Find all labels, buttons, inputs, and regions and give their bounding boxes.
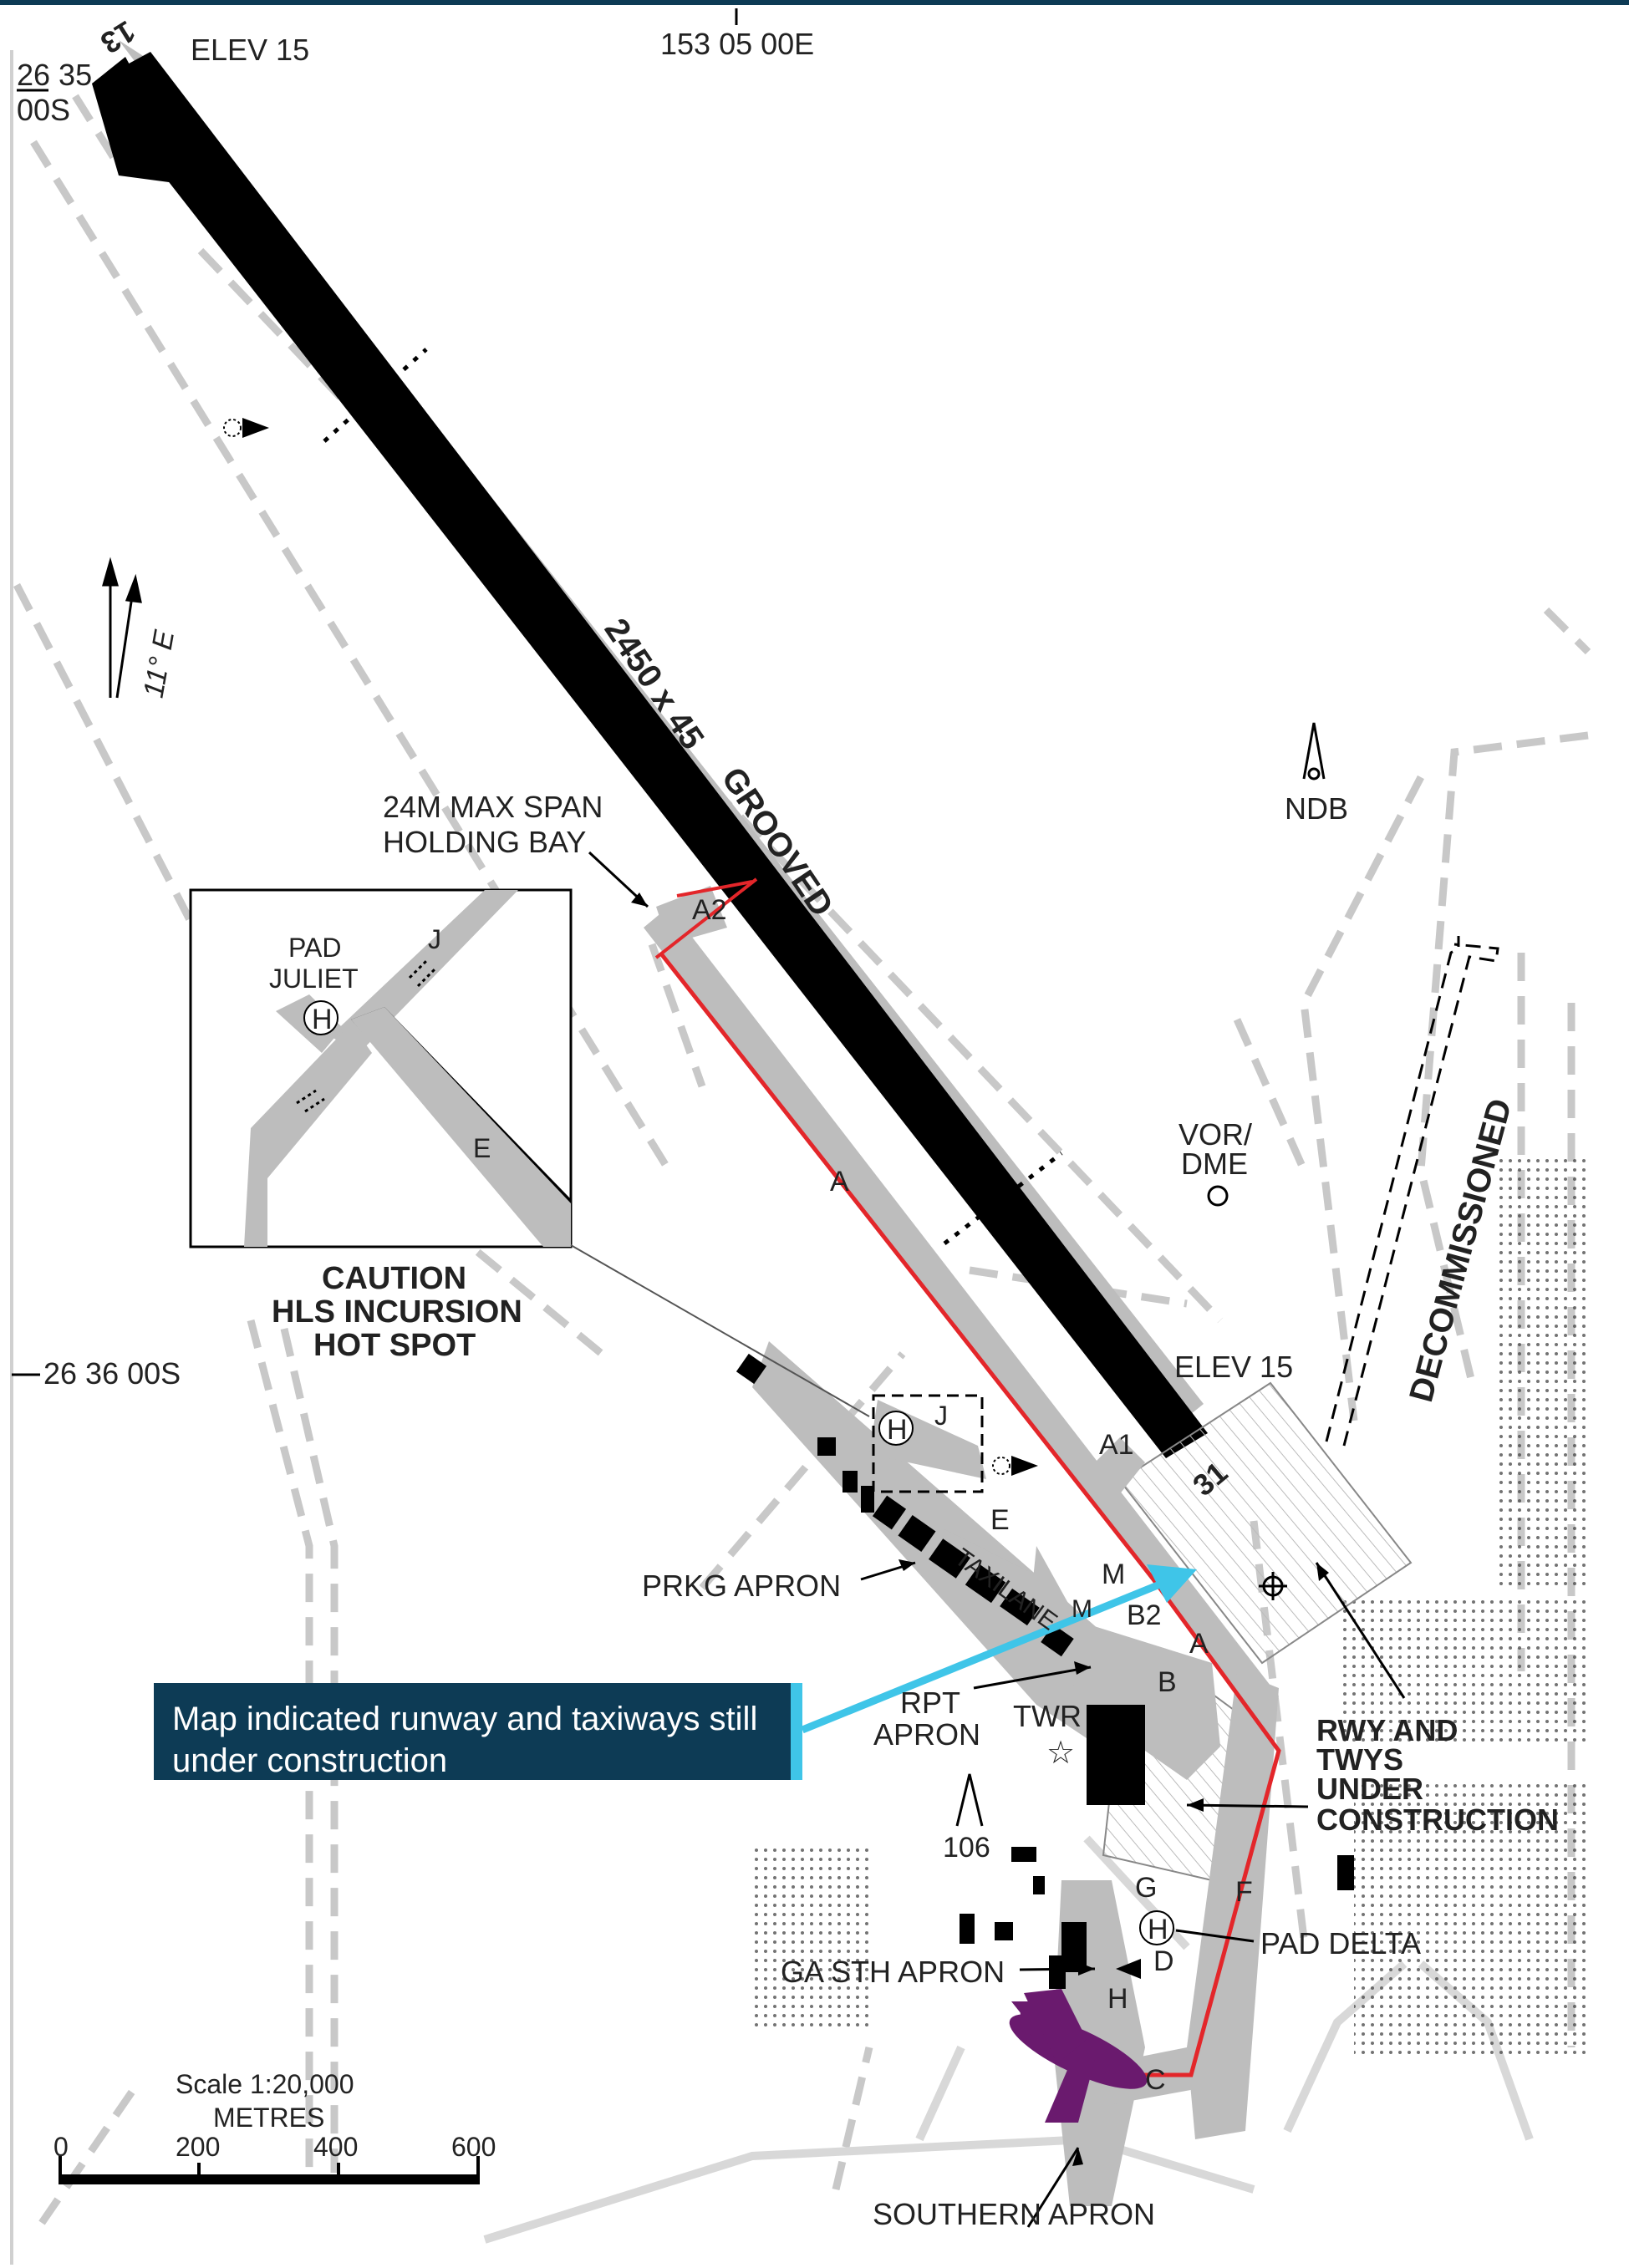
hot-spot-helipad-h: H — [887, 1414, 908, 1446]
runway — [92, 52, 1208, 1458]
construction-line3: UNDER — [1316, 1772, 1423, 1806]
inset-helipad-h: H — [312, 1004, 333, 1035]
taxiway-d-label: D — [1153, 1945, 1174, 1977]
inset-leader-line — [570, 1244, 870, 1417]
taxiway-m-lower: M — [1072, 1595, 1092, 1623]
vor-line2: DME — [1181, 1147, 1248, 1181]
rpt-line2: APRON — [873, 1717, 980, 1752]
ndb-label: NDB — [1285, 791, 1348, 826]
ndb-symbol — [1302, 722, 1326, 781]
inset-pad-line2: JULIET — [269, 964, 359, 994]
decommissioned-rwy-left — [1325, 936, 1460, 1442]
hot-spot-taxiway-j: J — [934, 1401, 948, 1431]
tower-star: ☆ — [1046, 1736, 1075, 1771]
arp-symbol — [1259, 1572, 1287, 1600]
taxiway-a2-label: A2 — [692, 894, 727, 926]
hot-spot-helipad — [878, 1411, 914, 1446]
arrow-heads — [631, 892, 1329, 2166]
obstacle-height: 106 — [943, 1832, 990, 1864]
caution-line3: HOT SPOT — [313, 1328, 476, 1363]
inset-taxiway-j: J — [428, 924, 441, 954]
approach-light-bar-north — [323, 348, 428, 443]
scale-600: 600 — [451, 2132, 496, 2162]
taxiway-b2-label: B2 — [1127, 1599, 1162, 1631]
scale-200: 200 — [176, 2132, 220, 2162]
taxilane — [936, 1529, 1028, 1596]
construction-route — [659, 951, 1281, 2077]
obstacle-106-symbol — [955, 1773, 984, 1827]
taxiway-g-label: G — [1135, 1872, 1157, 1904]
pad-delta-helipad — [1139, 1910, 1174, 1945]
taxiway-network — [644, 886, 1279, 2206]
southern-apron-label: SOUTHERN APRON — [873, 2197, 1155, 2231]
pad-delta-helipad-h: H — [1148, 1914, 1168, 1945]
dotted-area-northeast — [1496, 1153, 1588, 1588]
inset-pad-juliet — [189, 888, 573, 1248]
holding-bay-line2: HOLDING BAY — [383, 825, 586, 859]
scale-0: 0 — [53, 2132, 69, 2162]
scale-bar — [59, 2156, 480, 2184]
red-line-a2 — [654, 877, 758, 959]
aircraft-icon — [1009, 1989, 1148, 2123]
lat-south-label: 26 36 00S — [43, 1356, 181, 1391]
taxiway-a-lower: A — [1189, 1628, 1209, 1660]
vor-dme-symbol — [1207, 1185, 1229, 1207]
hot-spot-box — [872, 1394, 984, 1493]
taxiway-h-label: H — [1107, 1983, 1128, 2015]
scale-400: 400 — [313, 2132, 358, 2162]
ga-sth-apron-label: GA STH APRON — [781, 1955, 1005, 1989]
wind-indicator-north — [223, 418, 269, 438]
taxiway-f-label: F — [1235, 1876, 1253, 1908]
elev-north: ELEV 15 — [191, 33, 309, 67]
taxiway-a-label: A — [830, 1166, 849, 1198]
inset-helipad-circle — [303, 1000, 339, 1035]
construction-line2: TWYS — [1316, 1742, 1403, 1777]
callout-text: Map indicated runway and taxiways still … — [172, 1701, 758, 1779]
rpt-line1: RPT — [900, 1686, 960, 1720]
taxiway-a-parallel — [644, 907, 1279, 1717]
buildings — [736, 1353, 1354, 1989]
tower-label: TWR — [1013, 1699, 1082, 1733]
caution-line2: HLS INCURSION — [272, 1294, 522, 1330]
taxiway-m-upper: M — [1102, 1559, 1125, 1590]
inset-taxiway-e: E — [473, 1133, 491, 1163]
leader-lines — [588, 851, 1406, 2228]
construction-callout: Map indicated runway and taxiways still … — [154, 1683, 802, 1780]
decommissioned-rwy-right — [1342, 943, 1499, 1447]
lat-north-bottom: 00S — [17, 93, 70, 127]
construction-area-north — [1118, 1381, 1413, 1665]
lat-north-top: 26 35 — [17, 58, 92, 92]
red-line-holding-bay — [676, 880, 753, 898]
caution-line1: CAUTION — [322, 1261, 466, 1296]
prkg-apron-label: PRKG APRON — [642, 1569, 841, 1603]
scale-title: Scale 1:20,000 — [176, 2069, 354, 2099]
dotted-area-east — [1337, 1596, 1588, 1747]
inset-pad-line1: PAD — [288, 933, 341, 963]
dotted-area-southeast — [1354, 1780, 1588, 2056]
callout-arrow-line — [801, 1579, 1163, 1734]
elev-south: ELEV 15 — [1174, 1350, 1293, 1384]
construction-line1: RWY AND — [1316, 1713, 1458, 1747]
top-frame — [0, 0, 1629, 5]
pad-delta-label: PAD DELTA — [1260, 1926, 1421, 1960]
taxiway-e-label: E — [990, 1504, 1010, 1536]
taxiway-a1-label: A1 — [1099, 1429, 1134, 1461]
vor-line1: VOR/ — [1178, 1117, 1252, 1152]
magnetic-variation: 11° E — [138, 628, 181, 700]
approach-light-bar-south — [943, 1152, 1063, 1245]
longitude-label: 153 05 00E — [660, 27, 814, 61]
taxiway-b-label: B — [1158, 1666, 1177, 1698]
magnetic-north-arrow — [102, 557, 142, 699]
taxiway-c-label: C — [1145, 2064, 1166, 2096]
construction-line4: CONSTRUCTION — [1316, 1803, 1559, 1837]
callout-arrow-head — [1147, 1564, 1197, 1603]
wind-indicator-south — [992, 1456, 1038, 1476]
scale-unit: METRES — [213, 2103, 324, 2133]
dotted-area-west — [752, 1847, 869, 2031]
runway-threshold-13 — [92, 57, 194, 186]
holding-bay-line1: 24M MAX SPAN — [383, 790, 603, 824]
wind-indicator-ga — [1116, 1959, 1141, 1979]
